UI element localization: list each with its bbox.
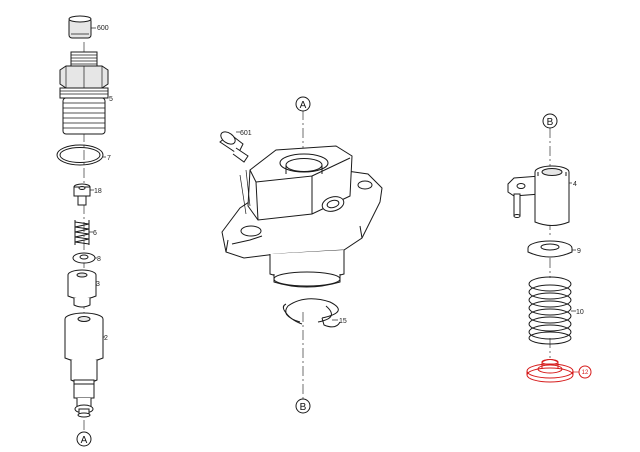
label-9: 9	[577, 248, 581, 255]
svg-text:B: B	[547, 117, 554, 128]
part-12-spring-seat	[526, 359, 574, 383]
label-601: 601	[240, 130, 252, 137]
label-10: 10	[576, 309, 584, 316]
callout-a-top: A	[295, 96, 311, 112]
part-600-cap	[68, 15, 92, 39]
callout-a-bottom: A	[76, 431, 92, 447]
part-15-circlip	[282, 298, 341, 328]
part-2-barrel-plunger	[64, 312, 104, 418]
label-4: 4	[573, 181, 577, 188]
label-8: 8	[97, 256, 101, 263]
center-assembly: A 601	[219, 96, 383, 414]
label-7: 7	[107, 155, 111, 162]
part-5-threaded-body	[59, 51, 109, 135]
label-3: 3	[96, 281, 100, 288]
label-18: 18	[94, 188, 102, 195]
part-7-o-ring	[56, 144, 104, 166]
svg-text:A: A	[300, 100, 307, 111]
left-assembly: 600 5	[56, 15, 113, 447]
label-15: 15	[339, 318, 347, 325]
part-18-pin	[73, 183, 91, 206]
callout-b-mid: B	[295, 398, 311, 414]
label-6: 6	[93, 230, 97, 237]
part-6-spring	[74, 220, 90, 245]
label-2: 2	[104, 335, 108, 342]
part-601-plug	[219, 131, 249, 163]
label-12-marker	[578, 365, 592, 379]
right-assembly: B 4 9	[507, 113, 592, 383]
label-12: 12	[582, 370, 589, 376]
pump-housing	[221, 145, 383, 288]
svg-text:A: A	[81, 435, 88, 446]
part-8-washer	[72, 252, 96, 264]
part-9-washer	[527, 240, 573, 258]
part-10-spring	[528, 276, 572, 345]
label-600: 600	[97, 25, 109, 32]
callout-b-right: B	[542, 113, 558, 129]
part-3-valve	[67, 269, 97, 308]
label-5: 5	[109, 96, 113, 103]
part-4-tappet	[507, 165, 570, 226]
svg-text:B: B	[300, 402, 307, 413]
